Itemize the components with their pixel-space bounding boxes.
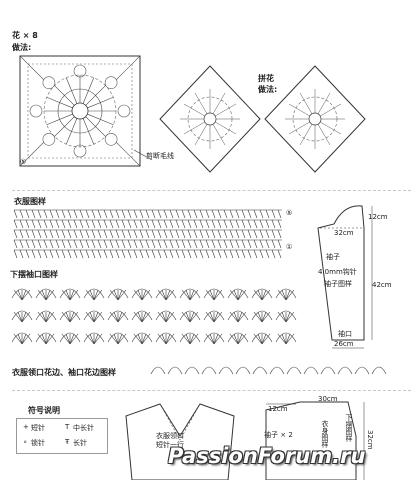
legend-name-dc: 长针 bbox=[73, 439, 87, 447]
garment-sleeve-schematic bbox=[265, 401, 365, 480]
body-chart-title: 衣服图样 bbox=[14, 197, 46, 206]
hem-chart-title: 下摆袖口图样 bbox=[10, 270, 58, 279]
round-mark-label: ⑤ bbox=[20, 158, 27, 166]
join-method-label: 做法: bbox=[258, 85, 278, 94]
sleeve-hook: 4.0mm钩针 bbox=[318, 268, 357, 276]
body-v-dim: 30cm bbox=[318, 395, 338, 403]
legend-name-sc: 短针 bbox=[31, 424, 45, 432]
collar-note-2: 短针一行 bbox=[156, 441, 184, 449]
sleeve-bottom-dim: 26cm bbox=[334, 340, 354, 348]
garment-front-schematic bbox=[125, 403, 235, 480]
sleeve-pattern: 袖子图样 bbox=[324, 280, 352, 288]
legend-name-ch: 锁针 bbox=[31, 439, 45, 447]
body-row-top: ⑤ bbox=[286, 209, 293, 217]
sleeve-top-right-dim: 12cm bbox=[368, 213, 388, 221]
join-diamonds-diagram bbox=[159, 65, 366, 173]
legend-sym-dc: Ŧ bbox=[65, 438, 70, 446]
edge-stitch-chart bbox=[150, 366, 387, 375]
motif-method-label: 做法: bbox=[12, 43, 32, 52]
cut-yarn-label: 剪断毛线 bbox=[146, 152, 174, 160]
legend-sym-hdc: T bbox=[65, 423, 70, 431]
body-stitch-chart bbox=[13, 209, 282, 259]
section-divider bbox=[12, 190, 411, 191]
hem-stitch-chart bbox=[11, 288, 297, 345]
body-left-top-dim: 12cm bbox=[268, 405, 288, 413]
symbol-legend: + 短针 T 中长针 ∘ 锁针 Ŧ 长针 bbox=[16, 418, 108, 454]
body-sleeve-x2: 袖子 × 2 bbox=[264, 431, 293, 439]
legend-sym-ch: ∘ bbox=[23, 438, 28, 446]
sleeve-name: 袖子 bbox=[326, 253, 340, 261]
join-title: 拼花 bbox=[258, 74, 274, 83]
body-side-dim: 32cm bbox=[366, 430, 374, 450]
motif-square-diagram bbox=[19, 55, 153, 167]
legend-title: 符号说明 bbox=[28, 406, 60, 415]
sleeve-schematic bbox=[317, 205, 373, 349]
body-pattern: 衣身图样 bbox=[321, 420, 329, 448]
watermark: PassionForum.ru bbox=[168, 444, 366, 468]
legend-name-hdc: 中长针 bbox=[73, 424, 94, 432]
legend-sym-sc: + bbox=[23, 423, 29, 431]
sleeve-cuff: 袖口 bbox=[338, 330, 352, 338]
hem-pattern: 下摆图样 bbox=[345, 414, 353, 442]
edge-chart-title: 衣服领口花边、袖口花边图样 bbox=[12, 368, 116, 377]
collar-note: 衣服领口 bbox=[156, 432, 184, 440]
body-row-bottom: ① bbox=[286, 243, 293, 251]
section-divider-2 bbox=[12, 390, 411, 391]
motif-title: 花 × 8 bbox=[12, 31, 38, 40]
sleeve-top-width-dim: 32cm bbox=[334, 229, 354, 237]
sleeve-height-dim: 42cm bbox=[372, 281, 392, 289]
